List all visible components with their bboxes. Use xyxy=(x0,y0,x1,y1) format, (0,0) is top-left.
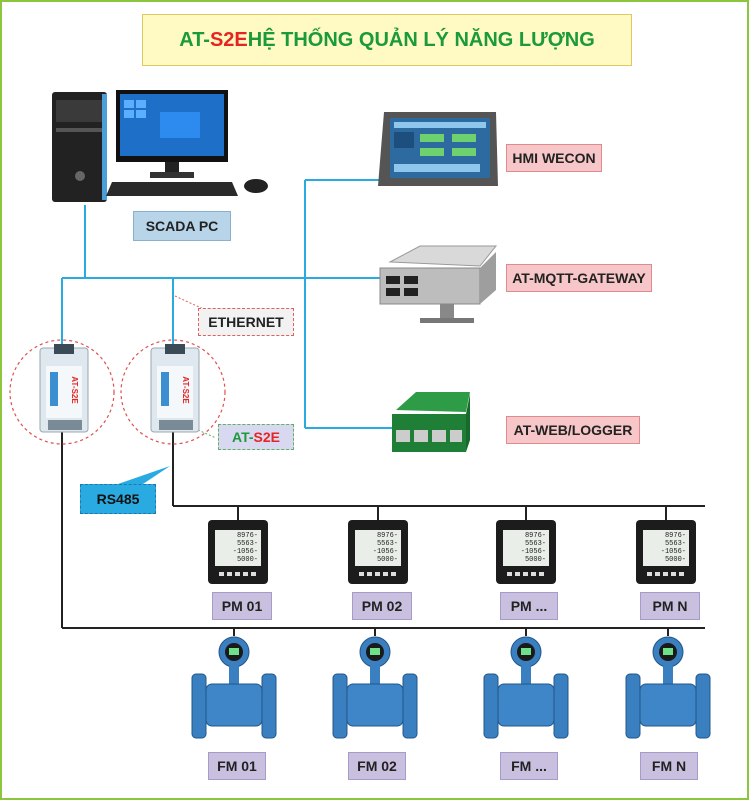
page-title: AT-S2E HỆ THỐNG QUẢN LÝ NĂNG LƯỢNG xyxy=(142,14,632,66)
rs485-lines xyxy=(61,432,705,629)
hmi-wecon-icon xyxy=(378,112,498,186)
power-meter-4: 8976-5563--1056-5000- xyxy=(636,506,696,584)
flow-meter-2 xyxy=(332,628,418,739)
web-logger-label: AT-WEB/LOGGER xyxy=(506,416,640,444)
fm-label-3: FM ... xyxy=(500,752,558,780)
pm-label-4: PM N xyxy=(640,592,700,620)
pm-label-3: PM ... xyxy=(500,592,558,620)
s2e-label-accent: S2E xyxy=(253,429,280,445)
scada-pc-icon xyxy=(52,90,268,202)
s2e-callout-pointer xyxy=(197,429,217,439)
meter-screen-line: 5563- xyxy=(525,540,546,548)
flow-meters xyxy=(191,628,711,739)
meter-screen-line: -1056- xyxy=(233,548,258,556)
meter-screen-line: 5000- xyxy=(525,556,546,564)
meter-screen-line: -1056- xyxy=(521,548,546,556)
meter-screen-line: 5563- xyxy=(665,540,686,548)
meter-screen-line: -1056- xyxy=(373,548,398,556)
title-rest: HỆ THỐNG QUẢN LÝ NĂNG LƯỢNG xyxy=(247,28,595,51)
s2e-converter-2: AT-S2E xyxy=(150,344,200,433)
s2e1-highlight-circle xyxy=(9,339,115,445)
power-meter-2: 8976-5563--1056-5000- xyxy=(348,506,408,584)
web-logger-icon xyxy=(392,392,470,452)
meter-screen-line: 8976- xyxy=(525,532,546,540)
meter-screen-line: 8976- xyxy=(237,532,258,540)
meter-screen-line: 5000- xyxy=(377,556,398,564)
meter-screen-line: 5000- xyxy=(665,556,686,564)
s2e-label: AT-S2E xyxy=(218,424,294,450)
s2e-converter-1: AT-S2E xyxy=(39,344,89,433)
meter-screen-line: 8976- xyxy=(377,532,398,540)
meter-screen-line: 8976- xyxy=(665,532,686,540)
meter-screen-line: 5000- xyxy=(237,556,258,564)
pm-label-2: PM 02 xyxy=(352,592,412,620)
power-meter-3: 8976-5563--1056-5000- xyxy=(496,506,556,584)
mqtt-gateway-label: AT-MQTT-GATEWAY xyxy=(506,264,652,292)
flow-meter-4 xyxy=(625,628,711,739)
hmi-wecon-label: HMI WECON xyxy=(506,144,602,172)
meter-screen-line: 5563- xyxy=(377,540,398,548)
power-meter-1: 8976-5563--1056-5000- xyxy=(208,506,268,584)
flow-meter-3 xyxy=(483,628,569,739)
title-accent: S2E xyxy=(209,28,248,51)
flow-meter-1 xyxy=(191,628,277,739)
rs485-label: RS485 xyxy=(80,484,156,514)
s2e2-highlight-circle xyxy=(120,339,226,445)
s2e1-body-text: AT-S2E xyxy=(70,376,79,404)
s2e-label-prefix: AT- xyxy=(232,429,254,445)
title-prefix: AT- xyxy=(179,28,210,51)
pm-label-1: PM 01 xyxy=(212,592,272,620)
fm-label-2: FM 02 xyxy=(348,752,406,780)
ethernet-label: ETHERNET xyxy=(198,308,294,336)
fm-label-1: FM 01 xyxy=(208,752,266,780)
meter-screen-line: -1056- xyxy=(661,548,686,556)
ethernet-lines xyxy=(61,179,392,429)
fm-label-4: FM N xyxy=(640,752,698,780)
power-meters: 8976-5563--1056-5000-8976-5563--1056-500… xyxy=(208,506,696,584)
mqtt-gateway-icon xyxy=(379,245,498,323)
scada-pc-label: SCADA PC xyxy=(133,211,231,241)
meter-screen-line: 5563- xyxy=(237,540,258,548)
s2e2-body-text: AT-S2E xyxy=(181,376,190,404)
